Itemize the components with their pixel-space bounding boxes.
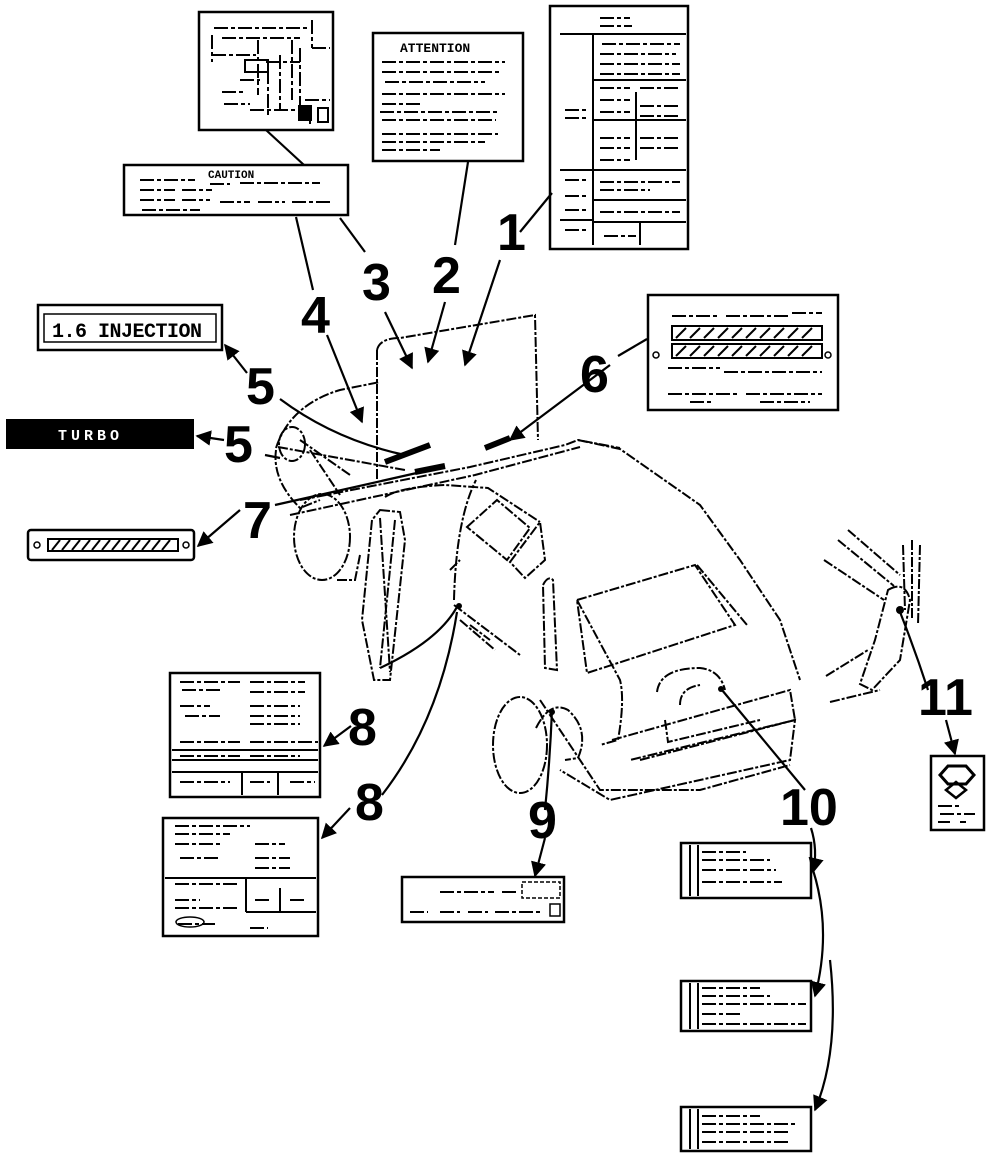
callout-8-lower: 8 [355, 774, 384, 832]
callout-2: 2 [432, 247, 461, 305]
turbo-emblem-text: TURBO [58, 428, 123, 445]
callout-4: 4 [301, 287, 330, 345]
trunk-label-1 [679, 841, 813, 900]
callout-5-injection: 5 [246, 358, 275, 416]
callout-7: 7 [243, 492, 272, 550]
tire-pressure-label [646, 293, 840, 412]
attention-label-title: ATTENTION [400, 41, 470, 56]
radiator-cap-label [400, 875, 566, 924]
callout-3: 3 [362, 254, 391, 312]
callout-9: 9 [528, 792, 557, 850]
emission-control-label [548, 4, 690, 251]
turbo-emblem: TURBO [6, 419, 194, 449]
attention-label: ATTENTION [371, 31, 525, 163]
injection-emblem-text: 1.6 INJECTION [52, 321, 202, 344]
callout-10: 10 [780, 779, 838, 837]
vin-label-lower [161, 816, 320, 938]
vin-label-upper [168, 671, 322, 799]
trunk-label-3 [679, 1105, 813, 1153]
trunk-label-2 [679, 979, 813, 1033]
fuel-door-label [929, 754, 986, 832]
vacuum-hose-label [197, 10, 335, 132]
leader-lines [195, 129, 959, 1112]
callout-6: 6 [580, 346, 609, 404]
callout-8-upper: 8 [348, 699, 377, 757]
caution-label-title: CAUTION [208, 170, 254, 182]
injection-emblem: 1.6 INJECTION [36, 303, 224, 352]
callout-5-turbo: 5 [224, 416, 253, 474]
car-illustration [274, 313, 921, 802]
callout-1: 1 [497, 204, 526, 262]
callout-numbers: 1 2 3 4 5 5 6 7 8 8 9 10 11 [224, 204, 973, 850]
callout-11: 11 [918, 669, 973, 727]
stripe-label [26, 528, 196, 562]
caution-label: CAUTION [122, 163, 350, 217]
